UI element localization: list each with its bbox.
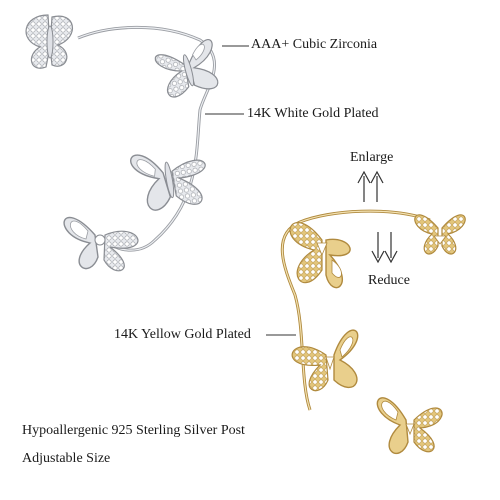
- label-white-gold: 14K White Gold Plated: [247, 106, 379, 121]
- label-reduce: Reduce: [368, 273, 410, 288]
- silver-butterfly-small: [25, 14, 74, 69]
- gold-ear-cuff: [280, 209, 466, 454]
- silver-ear-cuff: [25, 14, 219, 272]
- silver-butterfly-middle: [130, 154, 206, 211]
- label-yellow-gold: 14K Yellow Gold Plated: [114, 327, 251, 342]
- gold-butterfly-top: [289, 221, 351, 289]
- label-post: Hypoallergenic 925 Sterling Silver Post: [22, 423, 245, 438]
- silver-butterfly-lower: [63, 216, 139, 272]
- gold-butterfly-lower: [376, 397, 443, 454]
- enlarge-arrows-icon: [357, 170, 384, 202]
- label-enlarge: Enlarge: [350, 150, 394, 165]
- label-zirconia: AAA+ Cubic Zirconia: [251, 37, 378, 52]
- silver-butterfly-top: [154, 39, 219, 98]
- reduce-arrows-icon: [371, 232, 398, 264]
- label-size: Adjustable Size: [22, 451, 111, 466]
- gold-butterfly-middle: [291, 329, 359, 392]
- gold-butterfly-small: [414, 214, 466, 255]
